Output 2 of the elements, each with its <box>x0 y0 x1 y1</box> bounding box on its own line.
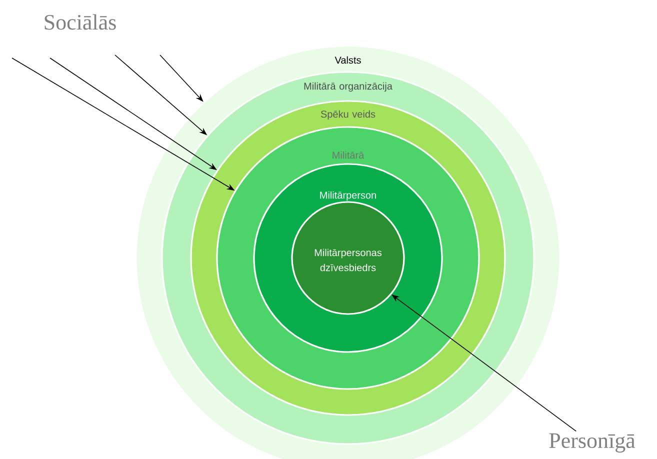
ring: Militārpersonas dzīvesbiedrs <box>291 201 405 315</box>
heading-text: Sociālās <box>44 14 116 30</box>
